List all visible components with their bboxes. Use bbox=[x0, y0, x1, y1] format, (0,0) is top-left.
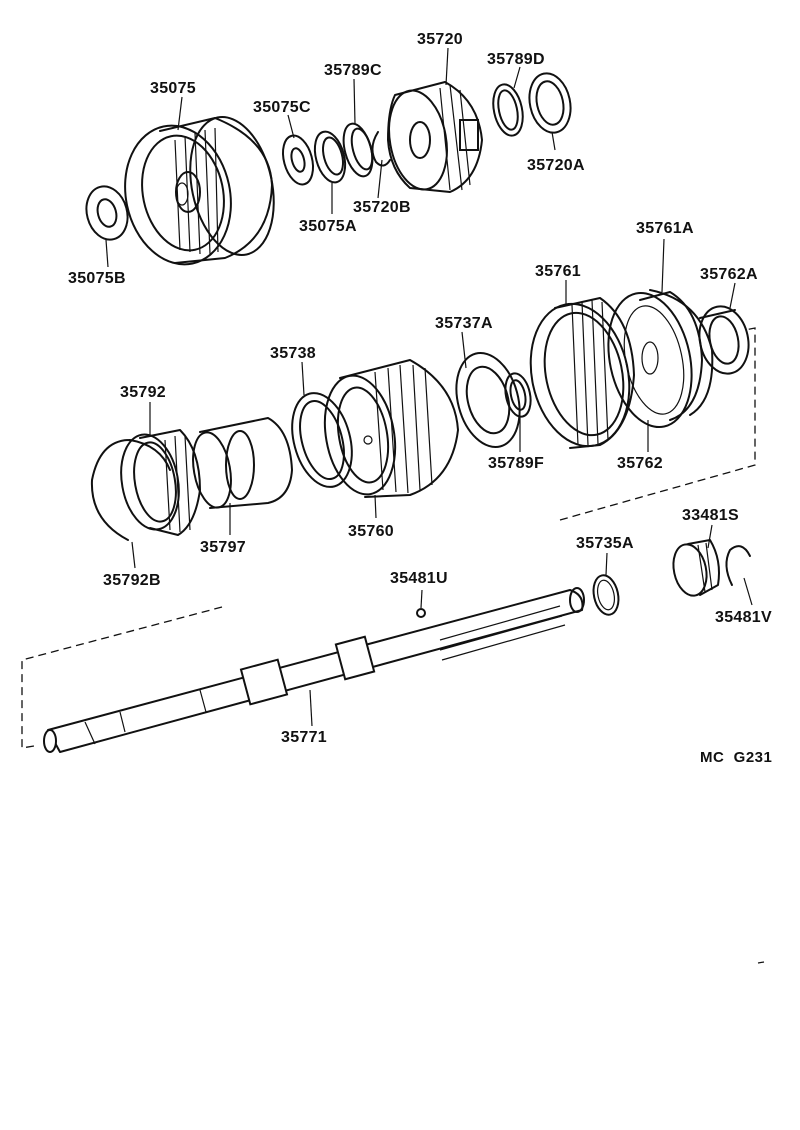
label-35761: 35761 bbox=[535, 263, 581, 280]
part-35771-output-shaft bbox=[43, 587, 585, 753]
part-35792-one-way-clutch bbox=[120, 429, 201, 536]
label-35720: 35720 bbox=[417, 31, 463, 48]
part-35720B-snap-ring bbox=[371, 131, 391, 167]
part-35481V-snap-ring bbox=[725, 545, 751, 586]
leader-lines bbox=[105, 47, 753, 727]
label-35737A: 35737A bbox=[435, 315, 493, 332]
part-35792B-snap-ring bbox=[90, 439, 171, 541]
part-35481U-ball bbox=[416, 608, 426, 618]
label-35762A: 35762A bbox=[700, 266, 758, 283]
label-35771: 35771 bbox=[281, 729, 327, 746]
stray-mark bbox=[757, 961, 765, 964]
part-35789C-race bbox=[342, 122, 374, 178]
label-35720A: 35720A bbox=[527, 157, 585, 174]
part-35735A-ring bbox=[592, 574, 620, 616]
label-35792B: 35792B bbox=[103, 572, 161, 589]
part-35762A-bearing bbox=[698, 305, 750, 375]
label-35735A: 35735A bbox=[576, 535, 634, 552]
part-35761-ring-gear bbox=[529, 297, 635, 449]
part-35737A-plate bbox=[455, 351, 521, 449]
part-35797-sleeve bbox=[192, 417, 293, 509]
label-35792: 35792 bbox=[120, 384, 166, 401]
label-35762: 35762 bbox=[617, 455, 663, 472]
part-35720A-bearing bbox=[528, 72, 572, 134]
label-35760: 35760 bbox=[348, 523, 394, 540]
label-35481V: 35481V bbox=[715, 609, 772, 626]
label-35075: 35075 bbox=[150, 80, 196, 97]
label-35789C: 35789C bbox=[324, 62, 382, 79]
part-35075-drum bbox=[124, 116, 275, 266]
label-35720B: 35720B bbox=[353, 199, 411, 216]
label-35075B: 35075B bbox=[68, 270, 126, 287]
part-35720-planetary-carrier bbox=[387, 81, 483, 193]
part-labels: 35075 35075C 35789C 35720 35789D 35720A … bbox=[68, 31, 772, 766]
part-33481S-speedometer-gear bbox=[672, 539, 720, 597]
alignment-lines bbox=[21, 327, 756, 749]
label-33481S: 33481S bbox=[682, 507, 739, 524]
label-35481U: 35481U bbox=[390, 570, 448, 587]
label-35789D: 35789D bbox=[487, 51, 545, 68]
part-35789D-race bbox=[492, 83, 524, 137]
part-35760-planetary-gear bbox=[323, 359, 459, 498]
label-35789F: 35789F bbox=[488, 455, 544, 472]
part-35075A-bearing bbox=[313, 130, 347, 184]
label-35761A: 35761A bbox=[636, 220, 694, 237]
part-35789F-race bbox=[504, 372, 532, 418]
label-35797: 35797 bbox=[200, 539, 246, 556]
part-35075B-washer bbox=[85, 185, 129, 241]
label-35738: 35738 bbox=[270, 345, 316, 362]
label-35075C: 35075C bbox=[253, 99, 311, 116]
part-35738-race bbox=[291, 392, 353, 488]
part-35762-gear bbox=[607, 291, 703, 429]
label-35075A: 35075A bbox=[299, 218, 357, 235]
part-35075C-washer bbox=[282, 134, 314, 186]
figure-reference: MC G231 bbox=[700, 749, 772, 766]
